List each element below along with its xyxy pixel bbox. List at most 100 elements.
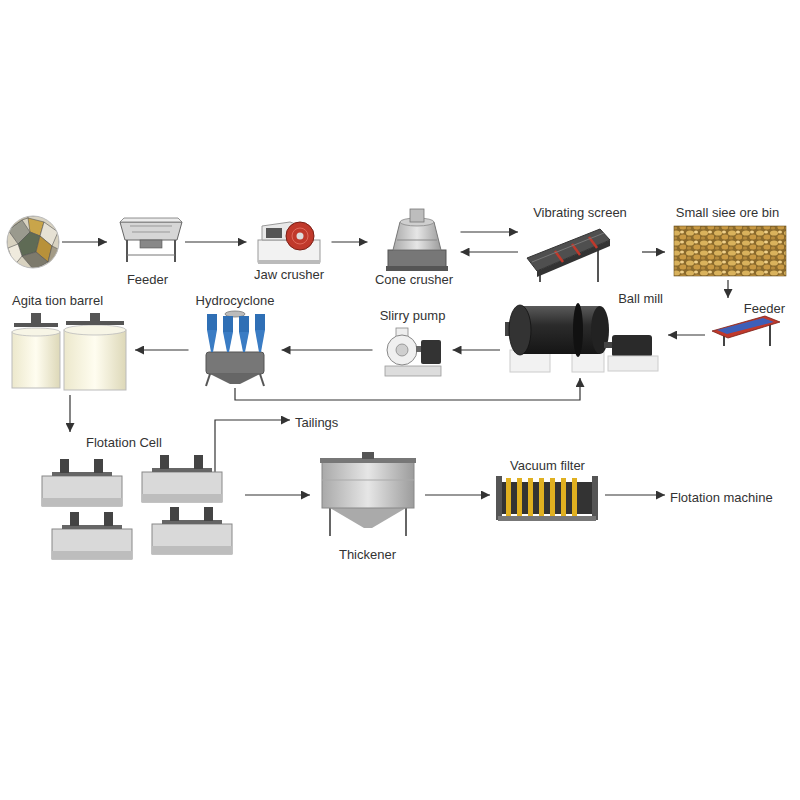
hydrocyclone-figure [210,374,260,384]
flotation-cell-figure [70,512,79,526]
feeder-node: Feeder [110,205,185,290]
feeder-figure [120,218,182,222]
vacuum-filter-figure [572,478,577,516]
equipment-label: Vibrating screen [530,204,630,221]
ore-bin-node: Small siee ore bin [665,202,790,280]
hydrocyclone-figure [207,314,217,330]
feeder-figure [712,316,780,346]
ore-sample [7,216,59,268]
flow-arrow [461,231,519,232]
thickener-node: Thickener [310,450,425,565]
thickener-figure [405,508,407,536]
flotation-cell-figure [160,455,169,469]
flotation-cell-figure [94,459,103,473]
cone-crusher-figure [388,250,446,268]
flow-arrow [668,334,705,335]
equipment-label: Flotation machine [667,489,776,506]
flow-arrow [185,241,247,242]
hydrocyclone-figure [206,311,265,386]
feeder-figure [717,318,774,334]
equipment-label: Agita tion barrel [9,292,106,309]
hydrocyclone-figure [239,332,249,352]
equipment-label: Slirry pump [377,307,449,324]
thickener-figure [322,480,414,481]
flotation-cell-figure [60,459,69,473]
vacuum-filter-figure [539,478,544,516]
equipment-label: Hydrocyclone [193,292,278,309]
ball-mill-figure [612,335,652,357]
agitation-barrel-node: Agita tion barrel [5,290,135,395]
slurry-pump-figure [385,366,441,376]
flow-arrow [453,349,501,350]
vibrating-screen-node: Vibrating screen [518,202,642,288]
feeder-figure [120,218,182,262]
feeder-figure [132,232,170,233]
flow-arrow [727,280,728,298]
agitation-barrel-figure [12,313,126,390]
jaw-crusher-figure [286,222,314,250]
jaw-crusher-figure [266,228,282,238]
flotation-cell-figure [214,432,215,472]
vacuum-filter-figure [550,478,555,516]
feeder-figure [723,336,725,346]
hydrocyclone-figure [207,330,217,352]
flow-arrow [282,349,373,350]
vacuum-filter-figure [592,476,598,520]
flow-arrow [235,378,580,400]
flotation-cell-figure [42,498,122,506]
hydrocyclone-figure [223,316,233,332]
flotation-cell-figure [42,476,122,506]
cone-crusher-figure [386,209,448,271]
equipment-label: Ball mill [615,290,666,307]
vacuum-filter-figure [498,516,596,521]
cone-crusher-node: Cone crusher [368,205,461,290]
feeder-figure [120,222,182,240]
jaw-crusher-figure [258,222,320,264]
ball-mill-figure [509,305,531,355]
cone-crusher-figure [410,209,424,222]
flotation-cell-figure [204,507,213,521]
flotation-cell-figure [104,512,113,526]
cone-crusher-figure [386,266,448,271]
vacuum-filter-figure [500,482,594,514]
output-label-node: Tailings [290,411,350,434]
vibrating-screen-figure [597,246,599,282]
feeder-figure [174,240,176,262]
flow-arrow [605,494,665,495]
vacuum-filter-figure [496,476,598,521]
hydrocyclone-figure [223,332,233,352]
ball-mill-figure [573,303,583,357]
flow-arrow [215,420,290,432]
ball-mill-node: Ball mill [500,288,668,378]
agitation-barrel-figure [12,328,60,336]
ball-mill-figure [505,303,658,372]
jaw-crusher-figure [292,228,308,244]
flotation-cell-figure [170,507,179,521]
flotation-cell-figure [142,494,222,502]
flow-arrow [642,251,665,252]
flotation-cell-figure [52,551,132,559]
ore-sample [7,214,60,270]
ore-bin-figure [674,226,786,276]
slurry-pump-figure [396,344,408,356]
feed-arrow [62,241,107,242]
ore-bin-figure [674,226,786,276]
hydrocyclone-figure [206,374,210,386]
flotation-cell-figure [42,459,122,506]
cone-crusher-figure [397,240,437,241]
feeder-figure [127,255,175,256]
slurry-pump-figure [421,340,441,364]
thickener-figure [322,462,414,508]
equipment-label: Vacuum filter [507,457,588,474]
ore-bin-figure [674,226,786,276]
hydrocyclone-figure [255,314,265,330]
equipment-label: Flotation Cell [83,434,165,451]
slurry-pump-figure [385,328,441,376]
hydrocyclone-figure [206,352,264,374]
flow-arrow [461,251,519,252]
equipment-label: Feeder [124,271,171,288]
output-label-node: Flotation machine [665,486,790,509]
ball-mill-figure [520,306,600,354]
equipment-label: Jaw crusher [251,266,327,283]
hydrocyclone-node: Hydrocyclone [189,290,282,388]
